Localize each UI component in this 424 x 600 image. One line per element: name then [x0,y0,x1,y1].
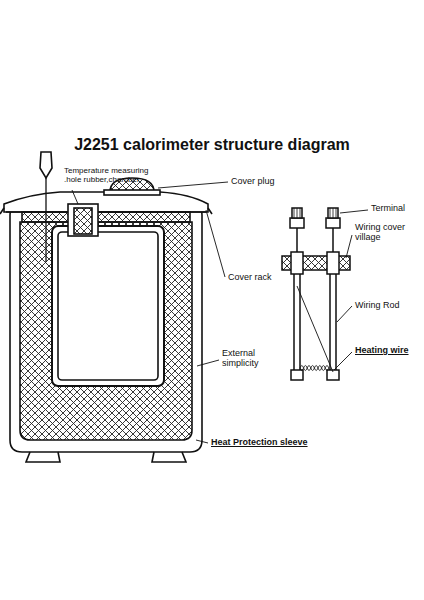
part-label: Terminal [371,203,405,213]
part-label: External simplicity [222,348,284,369]
part-label: Temperature measuring .hole rubber,chamb… [64,166,164,184]
part-label: Cover plug [231,176,275,186]
part-label: Heating wire [355,345,409,355]
part-label: Cover rack [228,272,272,282]
leader-lines [72,182,368,443]
part-label: Heat Protection sleeve [211,437,308,447]
diagram-title: J2251 calorimeter structure diagram [0,136,424,154]
calorimeter-body [0,152,212,462]
part-label: Wiring cover village [355,222,417,243]
part-label: Wiring Rod [355,300,400,310]
heating-element [282,208,350,380]
